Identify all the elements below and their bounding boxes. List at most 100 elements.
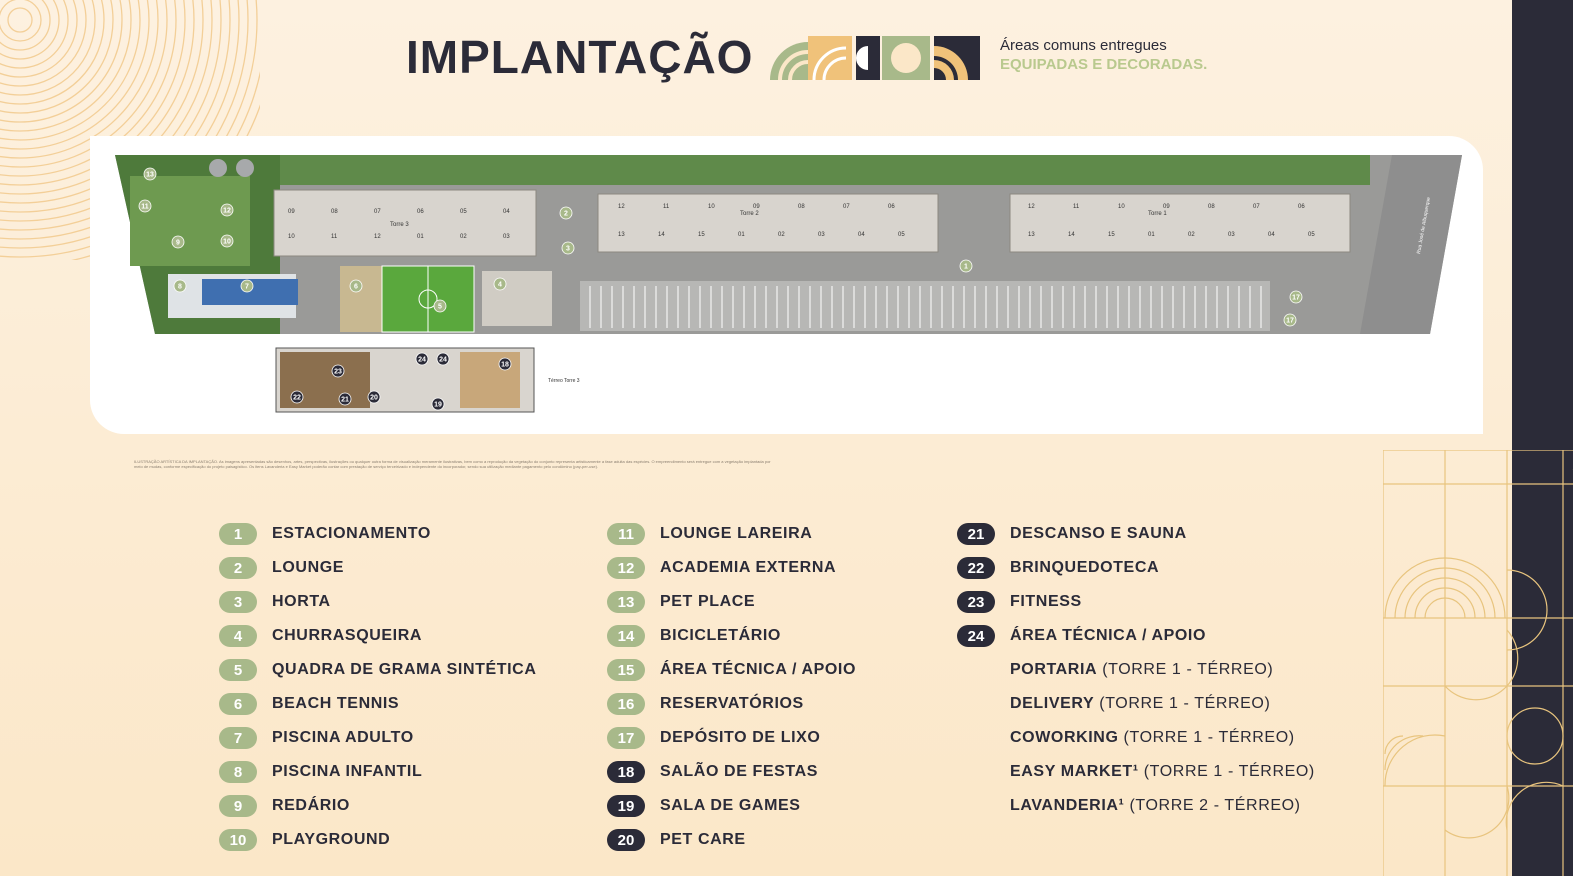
unit-number: 08: [798, 204, 805, 210]
legend-number-badge: 19: [607, 795, 645, 817]
plan-marker-number: 1: [964, 264, 968, 271]
plan-marker-number: 10: [223, 239, 231, 246]
legend-number-badge: 21: [957, 523, 995, 545]
legend-label-text: LOUNGE LAREIRA: [660, 525, 813, 542]
legend-number-badge: 6: [219, 693, 257, 715]
tagline-line-1: Áreas comuns entregues: [1000, 37, 1167, 54]
unit-number: 10: [288, 234, 295, 240]
unit-number: 13: [618, 232, 625, 238]
unit-number: 12: [618, 204, 625, 210]
unit-number: 06: [417, 209, 424, 215]
page-title: IMPLANTAÇÃO: [406, 31, 754, 83]
legend-label-text: BRINQUEDOTECA: [1010, 559, 1160, 576]
decorative-pattern: [1383, 450, 1573, 876]
unit-number: 04: [503, 209, 510, 215]
legend-item: 22 BRINQUEDOTECA: [957, 551, 1315, 585]
legend-number-badge: 1: [219, 523, 257, 545]
legend-number-badge: 12: [607, 557, 645, 579]
site-plan-card: Rua José de Albuquerque Torre 3 Torre 2 …: [90, 136, 1483, 434]
legend-label-text: DELIVERY: [1010, 695, 1095, 712]
legend-label-text: ÁREA TÉCNICA / APOIO: [660, 661, 857, 678]
legend-label: SALÃO DE FESTAS: [660, 763, 818, 781]
legend-item: DELIVERY (TORRE 1 - TÉRREO): [957, 687, 1315, 721]
legend-label: LOUNGE: [272, 559, 344, 577]
decorative-rings: [0, 0, 260, 260]
plan-marker: [220, 203, 234, 217]
unit-number: 01: [1148, 232, 1155, 238]
plan-marker: [240, 279, 254, 293]
unit-number: 03: [503, 234, 510, 240]
legend-label: DESCANSO E SAUNA: [1010, 525, 1187, 543]
legend-number-badge: 22: [957, 557, 995, 579]
plan-marker: [171, 235, 185, 249]
legend-label: ACADEMIA EXTERNA: [660, 559, 836, 577]
legend-label: PET CARE: [660, 831, 746, 849]
legend-item: 16 RESERVATÓRIOS: [607, 687, 856, 721]
plan-marker-number: 7: [245, 284, 249, 291]
legend-label: PLAYGROUND: [272, 831, 390, 849]
plan-marker-number: 17: [1286, 318, 1294, 325]
legend-item: COWORKING (TORRE 1 - TÉRREO): [957, 721, 1315, 755]
plan-marker-number: 24: [439, 357, 447, 364]
plan-marker: [143, 167, 157, 181]
legend-number-badge: 9: [219, 795, 257, 817]
legend-label: QUADRA DE GRAMA SINTÉTICA: [272, 661, 536, 679]
legend-label: LOUNGE LAREIRA: [660, 525, 812, 543]
unit-number: 14: [658, 232, 665, 238]
legend-label: BICICLETÁRIO: [660, 627, 781, 645]
legend-item: 24 ÁREA TÉCNICA / APOIO: [957, 619, 1315, 653]
plan-marker-number: 22: [293, 395, 301, 402]
plan-marker: [338, 392, 352, 406]
unit-number: 04: [1268, 232, 1275, 238]
legend-number-badge: 24: [957, 625, 995, 647]
legend-label-text: DEPÓSITO DE LIXO: [660, 729, 821, 746]
legend-label-text: REDÁRIO: [272, 797, 350, 814]
legend-label: SALA DE GAMES: [660, 797, 801, 815]
plan-marker-number: 24: [418, 357, 426, 364]
legend-label: REDÁRIO: [272, 797, 350, 815]
legend-label-text: LAVANDERIA¹: [1010, 797, 1125, 814]
legend-label: PORTARIA (TORRE 1 - TÉRREO): [1010, 661, 1273, 679]
unit-number: 05: [898, 232, 905, 238]
unit-number: 09: [753, 204, 760, 210]
legend-label-text: COWORKING: [1010, 729, 1119, 746]
legend-label-text: SALA DE GAMES: [660, 797, 801, 814]
unit-number: 03: [1228, 232, 1235, 238]
plan-marker-number: 4: [498, 282, 502, 289]
unit-number: 06: [888, 204, 895, 210]
unit-number: 10: [1118, 204, 1125, 210]
legend-label-suffix: (TORRE 1 - TÉRREO): [1138, 763, 1315, 780]
legend-label: CHURRASQUEIRA: [272, 627, 422, 645]
legend-label-text: HORTA: [272, 593, 331, 610]
unit-number: 01: [738, 232, 745, 238]
legend-number-badge: [957, 727, 995, 749]
plan-marker: [367, 390, 381, 404]
legend-item: LAVANDERIA¹ (TORRE 2 - TÉRREO): [957, 789, 1315, 823]
unit-number: 10: [708, 204, 715, 210]
legend-label: ÁREA TÉCNICA / APOIO: [1010, 627, 1206, 645]
legend-label: DEPÓSITO DE LIXO: [660, 729, 820, 747]
legend-label: ÁREA TÉCNICA / APOIO: [660, 661, 856, 679]
unit-number: 01: [417, 234, 424, 240]
plan-marker-number: 8: [178, 284, 182, 291]
plan-marker: [173, 279, 187, 293]
legend-label: PISCINA ADULTO: [272, 729, 414, 747]
legend-label-text: ACADEMIA EXTERNA: [660, 559, 837, 576]
unit-number: 02: [460, 234, 467, 240]
plan-marker: [433, 299, 447, 313]
legend-label: RESERVATÓRIOS: [660, 695, 804, 713]
unit-number: 07: [843, 204, 850, 210]
legend-number-badge: 16: [607, 693, 645, 715]
plan-marker-number: 23: [334, 369, 342, 376]
legend-label-suffix: (TORRE 1 - TÉRREO): [1118, 729, 1295, 746]
plan-marker-number: 18: [501, 362, 509, 369]
tagline: Áreas comuns entregues EQUIPADAS E DECOR…: [1000, 36, 1207, 74]
